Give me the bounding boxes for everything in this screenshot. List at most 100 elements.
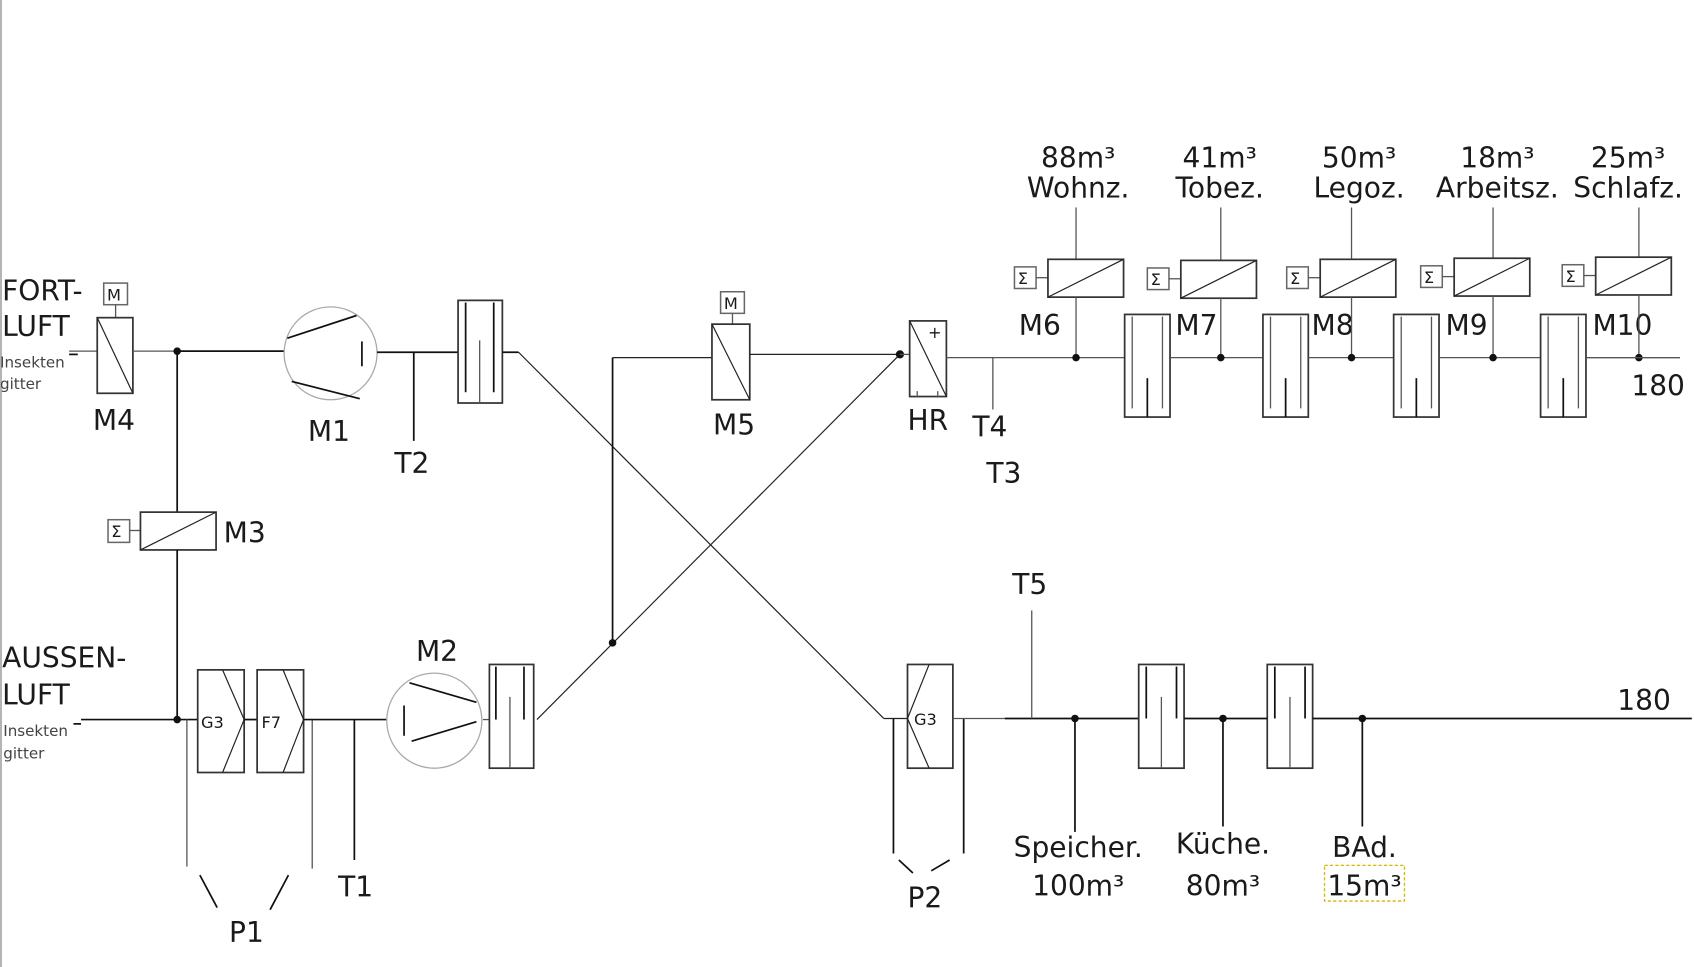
silencer xyxy=(1392,313,1440,418)
room-volume: 100m³ xyxy=(1032,870,1124,903)
extract-branch-3: BAd. 15m³ xyxy=(1323,714,1406,903)
sum-glyph: Σ xyxy=(111,522,121,541)
junction-node xyxy=(1347,353,1356,362)
sum-glyph: Σ xyxy=(1151,270,1161,289)
plus-icon: + xyxy=(928,323,942,342)
duct-crossover-supply xyxy=(536,353,901,720)
room-name: Speicher. xyxy=(1014,831,1143,864)
duct-crossover-extract xyxy=(518,351,885,719)
silencer xyxy=(1266,663,1314,770)
fortluft-grid-label-1: Insekten xyxy=(0,353,65,371)
room-volume: 88m³ xyxy=(1041,141,1115,174)
label-t3: T3 xyxy=(985,457,1021,490)
aussenluft-grid-label-2: gitter xyxy=(3,744,45,762)
aussenluft-label-1: AUSSEN- xyxy=(2,642,126,675)
extract-branch-2: Küche. 80m³ xyxy=(1176,714,1270,903)
aussenluft-grid-label-1: Insekten xyxy=(3,722,68,740)
damper-m3[interactable]: Σ M3 xyxy=(107,511,266,551)
silencer xyxy=(457,299,504,404)
junction-node xyxy=(1489,353,1497,362)
junction-node xyxy=(1072,353,1080,362)
page-left-border xyxy=(0,0,2,967)
label-m5: M5 xyxy=(713,408,755,441)
sum-glyph: Σ xyxy=(1424,268,1434,287)
silencer xyxy=(488,663,535,770)
aussenluft-inlet: AUSSEN- LUFT Insekten gitter xyxy=(2,642,126,763)
fan-icon xyxy=(283,306,378,401)
filter-g3-supply: G3 xyxy=(196,668,246,774)
label-t2: T2 xyxy=(393,447,429,480)
room-volume: 50m³ xyxy=(1322,141,1396,174)
damper-m5[interactable]: M M5 xyxy=(711,290,755,442)
room-volume: 15m³ xyxy=(1327,870,1401,903)
fortluft-grid-label-2: gitter xyxy=(0,375,42,393)
fortluft-outlet: FORT- LUFT Insekten gitter xyxy=(0,274,83,393)
sum-icon xyxy=(107,518,131,544)
filter-class: F7 xyxy=(261,713,281,732)
label-m8: M8 xyxy=(1312,309,1354,342)
room-name: Legoz. xyxy=(1314,172,1405,205)
silencer xyxy=(1137,663,1185,770)
label-t1: T1 xyxy=(337,871,373,904)
extract-duct-size: 180 xyxy=(1617,684,1671,717)
aussenluft-label-2: LUFT xyxy=(2,678,70,711)
filter-class: G3 xyxy=(201,713,224,732)
label-m7: M7 xyxy=(1175,309,1217,342)
filter-f7-supply: F7 xyxy=(256,668,305,774)
junction-node xyxy=(1217,353,1225,362)
room-name: Wohnz. xyxy=(1027,172,1130,205)
damper-m4[interactable]: M M4 xyxy=(93,282,135,437)
room-name: Arbeitsz. xyxy=(1436,172,1559,205)
damper-m8[interactable]: Σ M8 xyxy=(1285,258,1397,342)
label-m2: M2 xyxy=(416,635,458,668)
fan-m2[interactable]: M2 xyxy=(386,635,483,769)
junction-node xyxy=(1219,714,1227,723)
damper-m6[interactable]: ΣM6 xyxy=(1013,258,1125,342)
room-volume: 80m³ xyxy=(1186,870,1260,903)
junction-node xyxy=(173,715,181,724)
damper-m9[interactable]: Σ M9 xyxy=(1419,257,1531,342)
label-p1: P1 xyxy=(229,916,264,949)
supply-duct-size: 180 xyxy=(1631,369,1685,402)
room-name: BAd. xyxy=(1332,831,1397,864)
sum-glyph: Σ xyxy=(1018,269,1028,288)
junction-node xyxy=(1071,714,1079,723)
room-volume: 25m³ xyxy=(1591,141,1665,174)
fan-icon xyxy=(386,672,483,769)
junction-node xyxy=(1358,714,1367,723)
label-t5: T5 xyxy=(1011,568,1047,601)
damper-m7[interactable]: Σ M7 xyxy=(1146,259,1258,342)
selection-highlight xyxy=(1323,864,1406,902)
label-m4: M4 xyxy=(93,404,135,437)
fortluft-label-1: FORT- xyxy=(2,274,82,307)
filter-g3-extract: G3 xyxy=(906,663,954,770)
room-name: Tobez. xyxy=(1175,172,1264,205)
label-t4: T4 xyxy=(971,411,1007,444)
fortluft-label-2: LUFT xyxy=(2,310,70,343)
room-volume: 18m³ xyxy=(1460,141,1534,174)
label-m9: M9 xyxy=(1446,309,1488,342)
room-volume: 41m³ xyxy=(1183,141,1257,174)
label-m1: M1 xyxy=(308,415,350,448)
silencer xyxy=(1123,313,1171,418)
sum-glyph: Σ xyxy=(1290,269,1300,288)
extract-branches: Speicher. 100m³ Küche. 80m³ BAd. 15m³ xyxy=(1014,663,1692,903)
fan-m1[interactable]: M1 xyxy=(283,306,378,448)
label-m3: M3 xyxy=(224,516,266,549)
silencer xyxy=(1539,313,1587,418)
heater-hr[interactable]: + HR xyxy=(908,320,949,437)
room-name: Schlafz. xyxy=(1573,172,1683,205)
filter-class: G3 xyxy=(914,710,937,729)
room-name: Küche. xyxy=(1176,828,1270,861)
label-p2: P2 xyxy=(908,882,943,915)
motor-glyph: M xyxy=(724,294,738,313)
sum-glyph: Σ xyxy=(1565,267,1575,286)
